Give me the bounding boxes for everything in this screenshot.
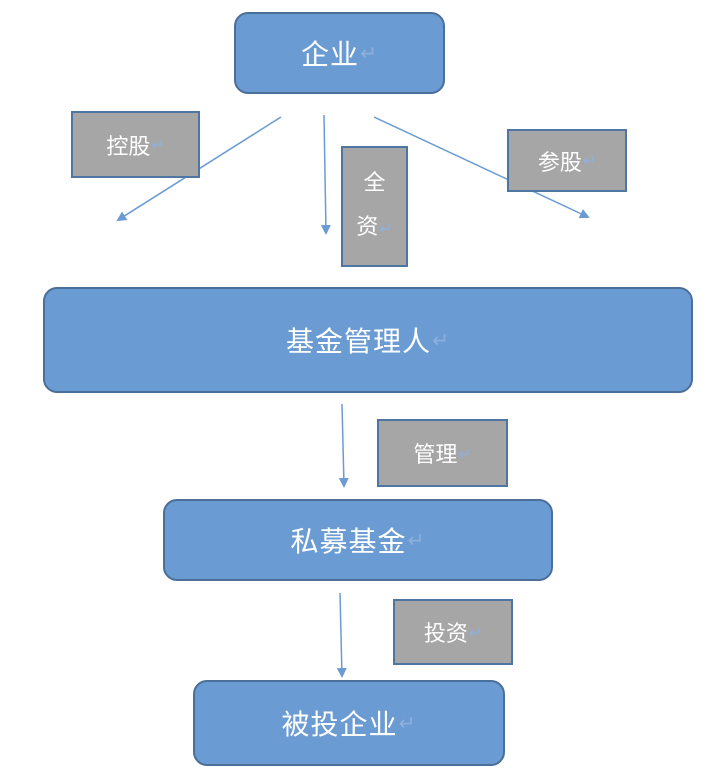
label-manage: 管理↵ bbox=[377, 419, 508, 487]
label-wholly-owned-line-2: 资↵ bbox=[356, 206, 392, 251]
label-manage-text: 管理 bbox=[413, 443, 458, 468]
arrow-manage bbox=[338, 403, 349, 488]
return-mark-icon: ↵ bbox=[398, 711, 417, 735]
return-mark-icon: ↵ bbox=[151, 135, 165, 154]
label-wholly-owned-line-2-text: 资 bbox=[356, 215, 379, 240]
return-mark-icon: ↵ bbox=[432, 328, 450, 352]
return-mark-icon: ↵ bbox=[582, 151, 597, 170]
label-wholly-owned: 全 资↵ bbox=[341, 146, 408, 267]
return-mark-icon: ↵ bbox=[379, 219, 393, 238]
node-enterprise-label: 企业 bbox=[301, 38, 360, 71]
return-mark-icon: ↵ bbox=[407, 528, 426, 552]
node-private-fund-label: 私募基金 bbox=[290, 525, 407, 558]
node-fund-manager: 基金管理人↵ bbox=[43, 287, 693, 393]
node-fund-manager-label: 基金管理人 bbox=[286, 325, 432, 358]
label-invest-text: 投资 bbox=[423, 622, 468, 647]
label-minority-stake: 参股↵ bbox=[507, 129, 627, 192]
label-minority-stake-text: 参股 bbox=[537, 150, 582, 176]
node-private-fund: 私募基金↵ bbox=[163, 499, 553, 581]
arrow-minority-stake bbox=[373, 116, 590, 219]
arrow-invest bbox=[336, 592, 347, 678]
arrow-wholly-owned bbox=[320, 114, 331, 235]
return-mark-icon: ↵ bbox=[468, 622, 483, 642]
label-holding: 控股↵ bbox=[71, 111, 200, 178]
label-holding-text: 控股 bbox=[106, 134, 151, 160]
node-invested-enterprise-label: 被投企业 bbox=[281, 708, 398, 741]
return-mark-icon: ↵ bbox=[458, 443, 472, 463]
return-mark-icon: ↵ bbox=[360, 41, 378, 65]
node-invested-enterprise: 被投企业↵ bbox=[193, 680, 505, 766]
node-enterprise: 企业↵ bbox=[234, 12, 445, 94]
label-wholly-owned-line-1: 全 bbox=[363, 171, 386, 196]
label-invest: 投资↵ bbox=[393, 599, 513, 665]
